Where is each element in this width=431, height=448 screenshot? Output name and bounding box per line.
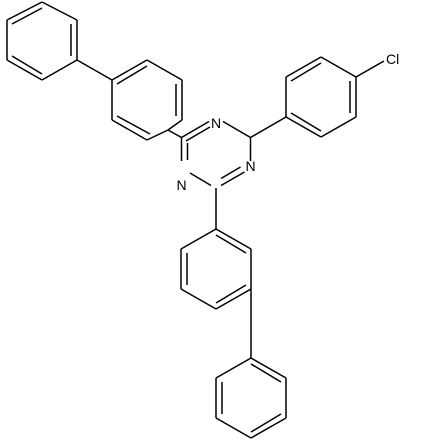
- bond-aryl-chlorine: [355, 60, 385, 78]
- bond-left-biaryl: [76, 59, 113, 81]
- nitrogen-atom-right: N: [245, 158, 255, 174]
- bond-core-left: [167, 129, 182, 139]
- bond-core-right: [250, 116, 287, 139]
- right-chlorophenyl-ring: [285, 56, 357, 138]
- triazine-ring: [180, 120, 252, 187]
- bottom-inner-phenyl-ring: [180, 228, 252, 310]
- chlorine-atom: Cl: [386, 51, 399, 67]
- left-outer-phenyl-ring: [6, 1, 78, 81]
- nitrogen-atom-top: N: [211, 115, 221, 131]
- bottom-outer-phenyl-ring: [215, 357, 287, 439]
- nitrogen-atom-left: N: [176, 177, 186, 193]
- left-inner-phenyl-ring: [111, 59, 183, 141]
